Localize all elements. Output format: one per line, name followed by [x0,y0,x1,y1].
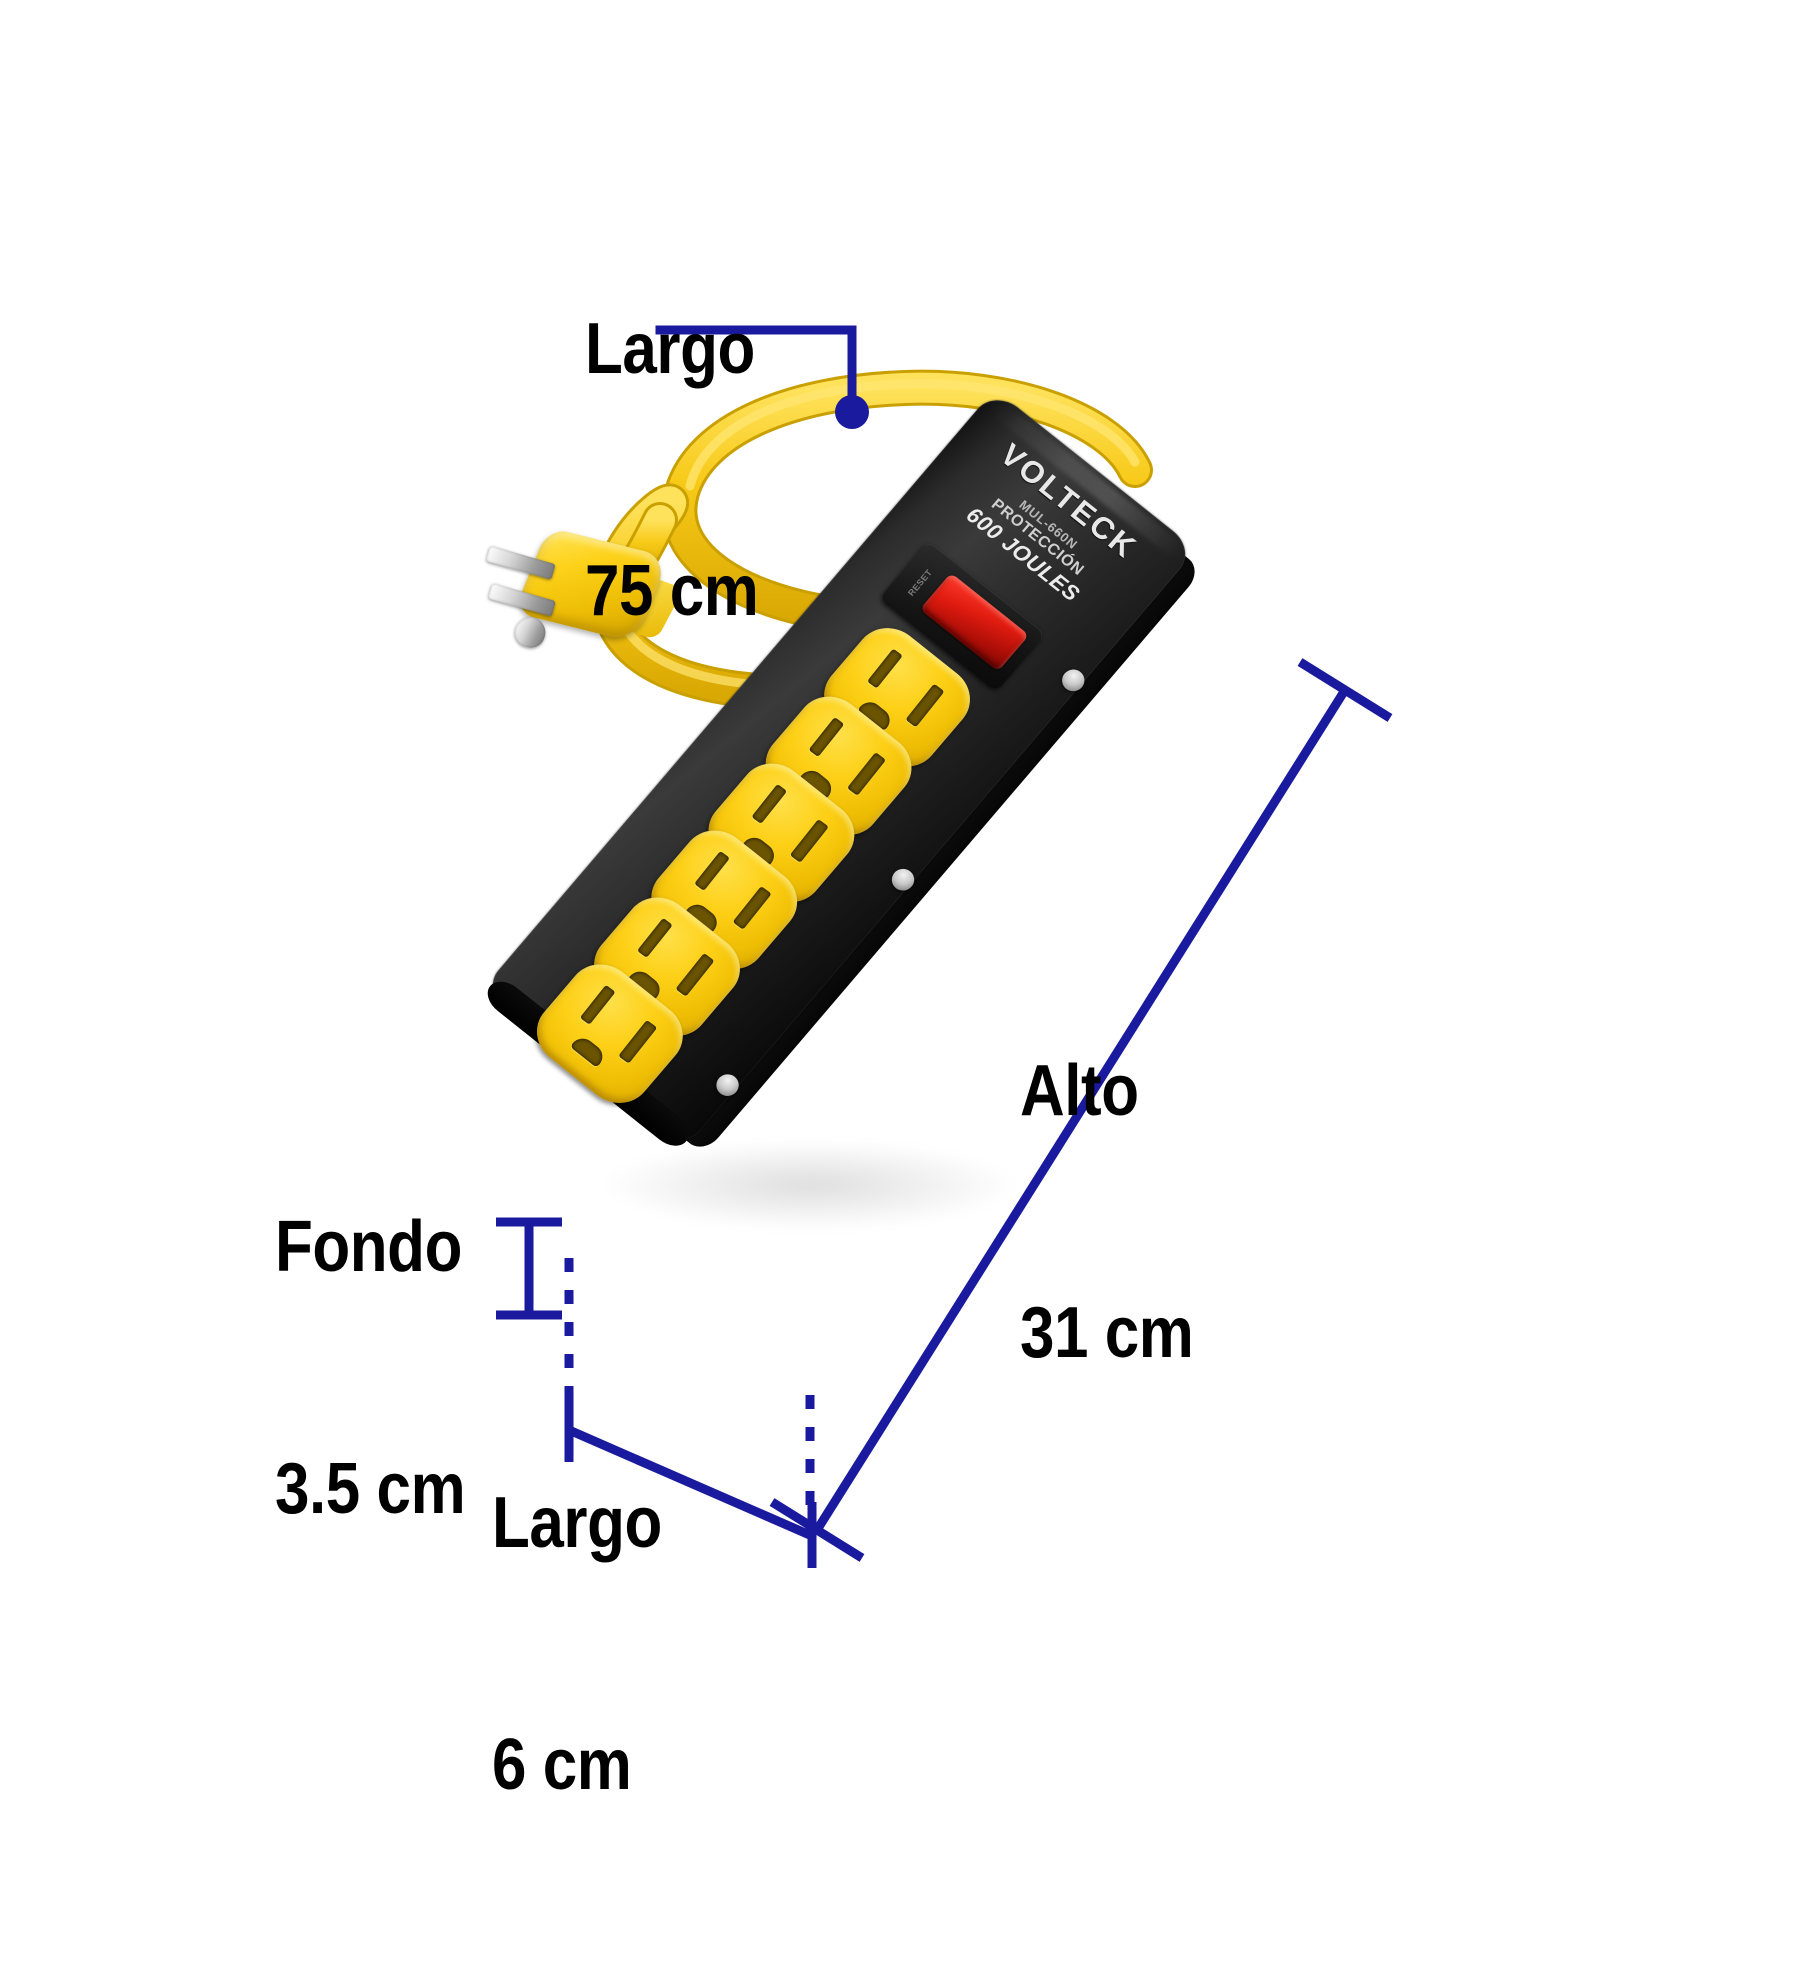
outlet-slot-hot [675,952,715,997]
dimension-label-largo-body: Largo 6 cm [492,1322,662,1967]
outlet-slot-hot [618,1019,658,1064]
dimension-value-text: 31 cm [1020,1293,1194,1374]
dimension-label-fondo: Fondo 3.5 cm [275,1046,466,1691]
outlet-slot-neutral [636,917,673,958]
dimension-label-text: Fondo [275,1207,462,1288]
product-dimension-diagram: VOLTECK MUL-660N PROTECCIÓN 600 JOULES R… [0,0,1800,1800]
dimension-value-text: 3.5 cm [275,1449,466,1530]
outlet-slot-neutral [867,648,903,689]
dimension-label-text: Largo [492,1483,662,1564]
outlet-slot-hot [846,752,887,796]
product-illustration: VOLTECK MUL-660N PROTECCIÓN 600 JOULES R… [0,0,1800,1800]
dimension-label-text: Alto [1020,1051,1139,1132]
dimension-label-largo-cable: Largo 75 cm [585,148,759,793]
outlet-slot-neutral [808,717,845,758]
outlet-slot-hot [789,819,829,863]
dimension-label-alto: Alto 31 cm [1020,890,1194,1535]
outlet-slot-neutral [579,984,616,1025]
outlet-slot-ground [569,1033,608,1068]
dimension-label-text: Largo [585,309,755,390]
outlet-slot-neutral [694,850,730,891]
drop-shadow [600,1140,1020,1230]
outlet-slot-hot [732,886,772,930]
dimension-value-text: 6 cm [492,1725,632,1806]
dimension-value-text: 75 cm [585,551,759,632]
outlet-slot-hot [905,683,945,728]
